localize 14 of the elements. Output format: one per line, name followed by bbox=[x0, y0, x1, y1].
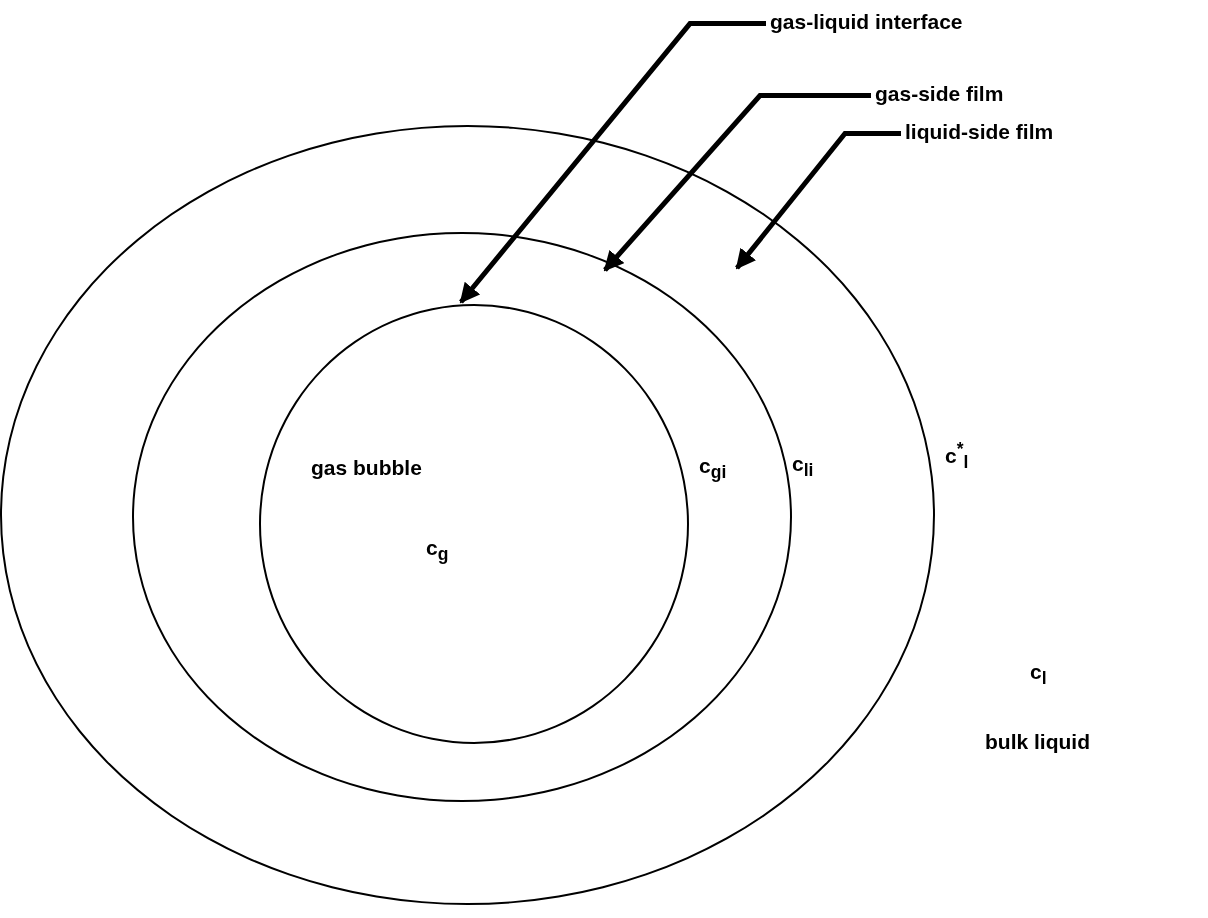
region-label: gas bubble bbox=[311, 456, 422, 480]
callout-label: gas-liquid interface bbox=[770, 10, 963, 34]
gas-bubble-circle bbox=[259, 304, 689, 744]
callout-label: liquid-side film bbox=[905, 120, 1054, 144]
inner-film-circle bbox=[132, 232, 792, 802]
leader-arrow bbox=[603, 93, 871, 272]
concentration-symbol: c$_{g}$ bbox=[426, 536, 449, 565]
region-label: bulk liquid bbox=[985, 730, 1090, 754]
callout-label: gas-side film bbox=[875, 82, 1004, 106]
concentration-symbol: c$_{li}$ bbox=[792, 452, 814, 481]
concentration-symbol: c$_{gi}$ bbox=[699, 454, 727, 483]
leader-arrow bbox=[735, 131, 901, 270]
concentration-symbol: c$_{l}$ bbox=[1030, 660, 1047, 689]
leader-arrow bbox=[459, 21, 766, 304]
